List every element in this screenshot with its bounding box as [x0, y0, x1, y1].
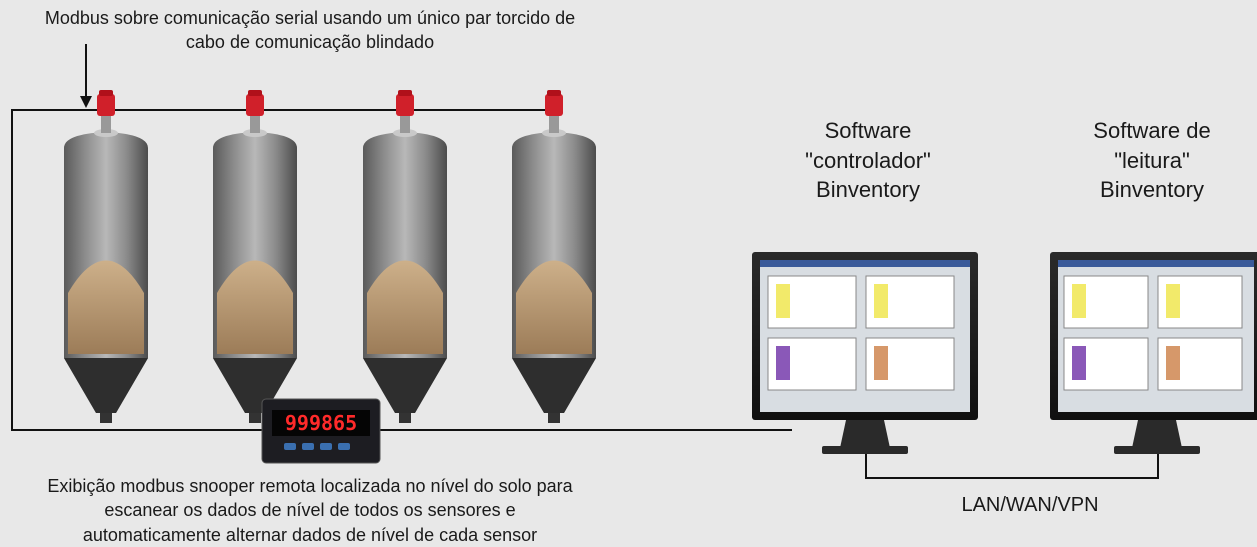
reader-label-line1: Software de	[1093, 118, 1211, 143]
modbus-snooper-display: 999865	[261, 398, 381, 464]
monitor-controller	[752, 252, 978, 454]
lan-cable	[865, 454, 1159, 479]
controller-software-label: Software "controlador" Binventory	[758, 116, 978, 205]
reader-software-label: Software de "leitura" Binventory	[1042, 116, 1257, 205]
monitor-reader	[1050, 252, 1257, 454]
silo-2	[213, 90, 297, 423]
display-reading: 999865	[285, 411, 357, 435]
reader-label-line2: "leitura"	[1114, 147, 1190, 173]
silo-4	[512, 90, 596, 423]
lan-label: LAN/WAN/VPN	[961, 494, 1099, 516]
display-caption: Exibição modbus snooper remota localizad…	[47, 476, 573, 545]
silo-3	[363, 90, 447, 423]
bus-cable	[11, 109, 792, 431]
cable-arrow-head	[80, 96, 92, 108]
silo-1	[64, 90, 148, 423]
cable-caption: Modbus sobre comunicação serial usando u…	[44, 8, 576, 53]
controller-label-line2: "controlador"	[805, 147, 931, 173]
controller-label-line1: Software	[824, 118, 912, 143]
controller-label-line3: Binventory	[816, 177, 920, 203]
reader-label-line3: Binventory	[1100, 177, 1204, 203]
